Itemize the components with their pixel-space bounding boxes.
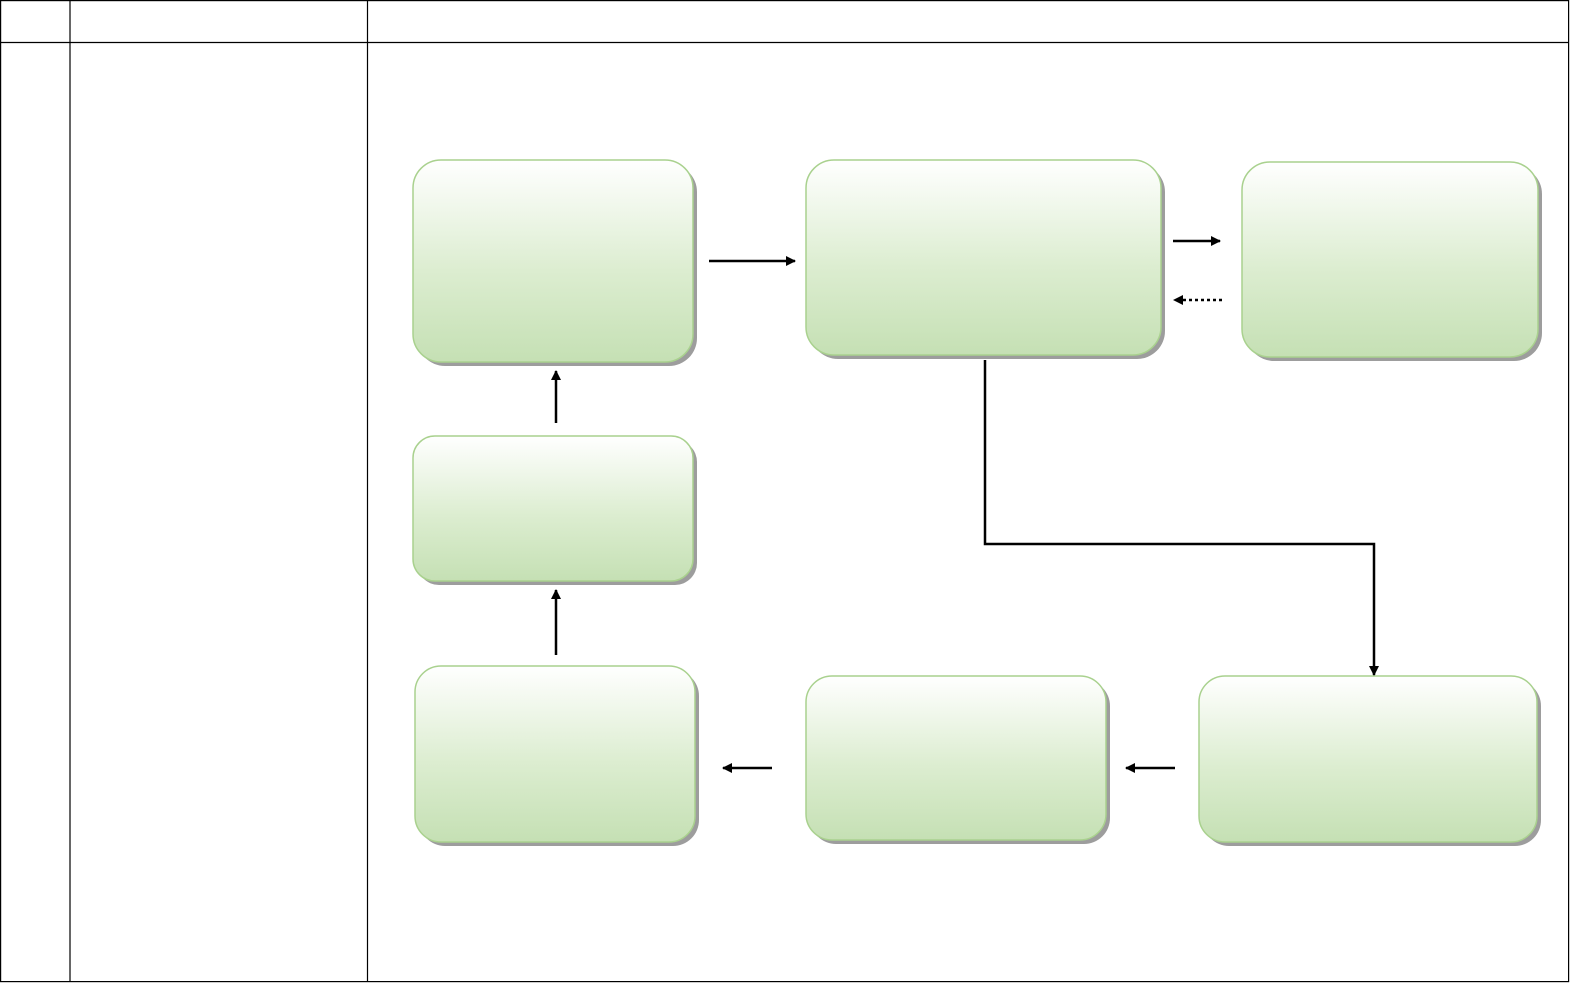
bottom-right-box <box>1198 675 1541 846</box>
middle-left-box <box>412 435 697 585</box>
bottom-left-box <box>414 665 699 846</box>
bottom-center-box <box>805 675 1110 844</box>
edge-top-center-to-bottom-right <box>983 360 1379 676</box>
top-left-box <box>412 159 697 366</box>
top-center-box <box>805 159 1165 359</box>
flowchart-nodes <box>412 159 1542 846</box>
flowchart-edges <box>551 236 1379 773</box>
top-right-box <box>1241 161 1542 361</box>
